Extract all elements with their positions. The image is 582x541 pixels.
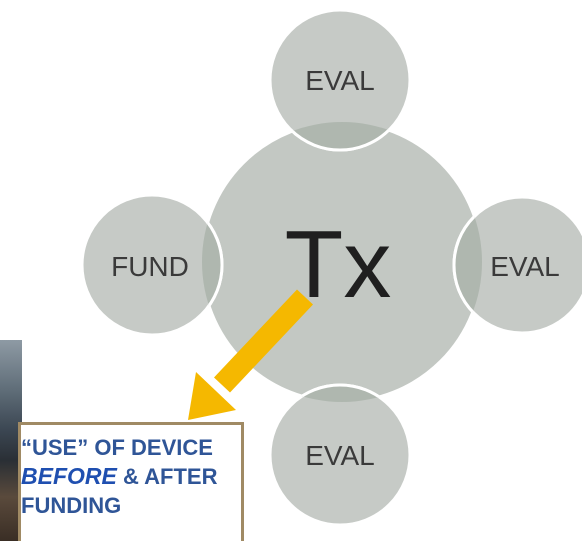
callout-box: “USE” OF DEVICE BEFORE & AFTER FUNDING	[18, 422, 244, 541]
callout-line-2: BEFORE & AFTER	[3, 462, 241, 491]
callout-emphasis: BEFORE	[21, 463, 117, 489]
pointer-arrow	[188, 289, 314, 420]
callout-line-2-rest: & AFTER	[116, 464, 218, 489]
node-label-bottom: EVAL	[305, 440, 375, 471]
photo-fragment	[0, 340, 22, 541]
callout-line-1: “USE” OF DEVICE	[21, 435, 213, 460]
node-label-left: FUND	[111, 251, 189, 282]
node-label-right: EVAL	[490, 251, 560, 282]
node-label-top: EVAL	[305, 65, 375, 96]
overlap-regions	[202, 122, 482, 402]
callout-line-3: FUNDING	[21, 493, 122, 518]
